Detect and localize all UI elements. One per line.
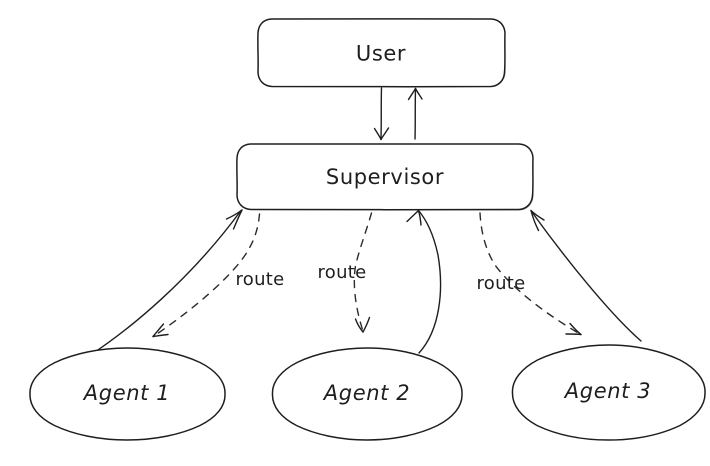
node-agent3[interactable]: Agent 3 bbox=[511, 344, 706, 441]
edge-label-route-agent2: route bbox=[317, 262, 366, 283]
edge-supervisor-to-user bbox=[407, 87, 423, 140]
edge-agent3-to-supervisor bbox=[530, 209, 642, 342]
node-agent2-label: Agent 2 bbox=[322, 381, 410, 405]
edge-supervisor-to-agent1-route bbox=[152, 213, 261, 338]
node-agent1[interactable]: Agent 1 bbox=[29, 347, 226, 441]
node-agent2[interactable]: Agent 2 bbox=[271, 347, 463, 441]
edge-label-route-agent1: route bbox=[235, 269, 284, 290]
edge-agent2-to-supervisor bbox=[406, 209, 442, 354]
node-supervisor-label: Supervisor bbox=[326, 165, 444, 189]
node-user-label: User bbox=[356, 42, 406, 66]
edge-user-to-supervisor bbox=[373, 87, 390, 141]
edge-supervisor-to-agent2-route bbox=[353, 212, 373, 333]
edge-label-route-agent3: route bbox=[476, 273, 525, 294]
node-supervisor[interactable]: Supervisor bbox=[236, 143, 534, 211]
node-user[interactable]: User bbox=[257, 18, 506, 88]
edge-agent1-to-supervisor bbox=[88, 209, 243, 357]
node-agent3-label: Agent 3 bbox=[563, 379, 651, 403]
node-agent1-label: Agent 1 bbox=[82, 381, 170, 405]
edge-supervisor-to-agent3-route bbox=[479, 212, 582, 336]
